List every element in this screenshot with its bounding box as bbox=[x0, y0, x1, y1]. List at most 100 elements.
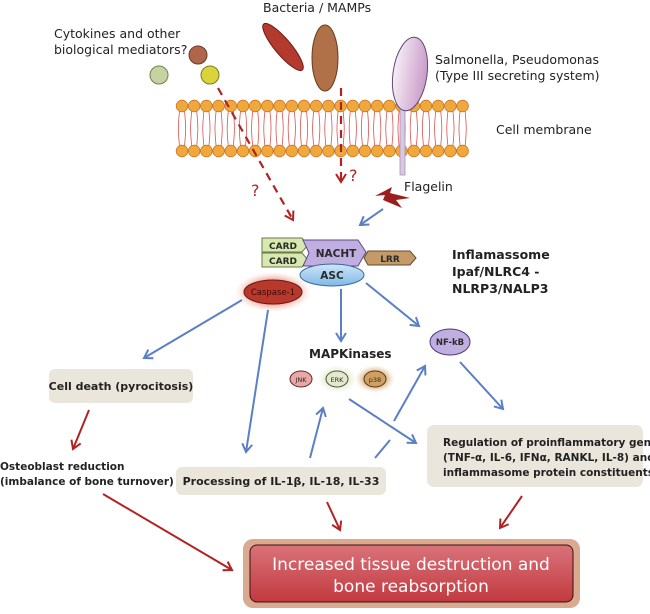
arrow-asc-to-nfkb bbox=[365, 282, 421, 328]
nfkb-label: NF-kB bbox=[436, 338, 464, 348]
lipid-tail bbox=[214, 110, 223, 147]
lipid-tail bbox=[263, 110, 272, 147]
lipid-head bbox=[419, 99, 433, 113]
lipid-head bbox=[322, 144, 335, 158]
lipid-tail bbox=[202, 110, 211, 147]
lipid-head bbox=[346, 99, 360, 113]
lrr-domain-label: LRR bbox=[380, 255, 400, 265]
lipid-head bbox=[322, 99, 335, 113]
lrr-domain bbox=[363, 250, 417, 266]
lipid-tail bbox=[238, 110, 248, 147]
lipid-head bbox=[371, 99, 384, 113]
flagelin-bolt-icon bbox=[375, 187, 410, 208]
bacterium-oval bbox=[311, 24, 339, 92]
lipid-head bbox=[432, 99, 445, 113]
arrow-processing-to-outcome bbox=[326, 501, 343, 532]
lipid-tail bbox=[446, 110, 455, 147]
cell-membrane bbox=[175, 99, 469, 158]
lipid-head bbox=[358, 99, 372, 113]
salmonella-body bbox=[391, 36, 429, 112]
lipid-head bbox=[456, 144, 469, 158]
lipid-head bbox=[236, 99, 250, 113]
processing-label: Processing of IL-1β, IL-18, IL-33 bbox=[183, 475, 380, 488]
lipid-tail bbox=[177, 110, 187, 147]
flagelin-label: Flagelin bbox=[404, 179, 453, 194]
lipid-tail bbox=[348, 110, 357, 147]
inflammasome-label-line2: Ipaf/NLRC4 - bbox=[452, 264, 540, 279]
processing-box bbox=[176, 467, 386, 495]
type3-secretion-needle bbox=[399, 104, 406, 176]
lipid-head bbox=[273, 144, 286, 158]
arrow-processing-to-nfkb bbox=[393, 364, 427, 422]
card-domain-1-label: CARD bbox=[269, 242, 297, 252]
question-mark-2: ? bbox=[349, 166, 358, 185]
inflammasome-label-line3: NLRP3/NALP3 bbox=[452, 281, 548, 296]
lipid-head bbox=[212, 144, 225, 158]
lipid-head bbox=[383, 99, 396, 113]
lipid-head bbox=[432, 144, 445, 158]
arrow-osteoblast-to-outcome bbox=[102, 493, 234, 572]
arrow-processing-to-mapkinases bbox=[309, 406, 327, 459]
lipid-head bbox=[212, 99, 225, 113]
arrow-cell-death-to-osteoblast bbox=[70, 409, 90, 451]
lipid-head bbox=[297, 99, 311, 113]
lipid-head bbox=[419, 144, 433, 158]
bacterium-rod bbox=[262, 22, 304, 72]
lipid-head bbox=[224, 144, 238, 158]
lipid-head bbox=[187, 99, 201, 113]
lipid-tail bbox=[336, 110, 345, 147]
regulation-label-line1: Regulation of proinflammatory genes bbox=[443, 437, 650, 449]
cell-death-label: Cell death (pyrocitosis) bbox=[49, 380, 194, 393]
mediator-dashed-arrow bbox=[217, 87, 295, 222]
lipid-head bbox=[407, 144, 421, 158]
lipid-tail bbox=[409, 110, 418, 147]
card-domain-1 bbox=[261, 237, 309, 253]
nacht-domain bbox=[302, 239, 367, 267]
lipid-head bbox=[261, 99, 274, 113]
lipid-head bbox=[175, 144, 189, 158]
lipid-tail bbox=[251, 110, 260, 147]
osteoblast-label-line1: Osteoblast reduction bbox=[0, 461, 124, 473]
lipid-head bbox=[310, 144, 323, 158]
lipid-head bbox=[310, 99, 323, 113]
lipid-head bbox=[248, 99, 262, 113]
lipid-head bbox=[383, 144, 396, 158]
lipid-head bbox=[285, 99, 299, 113]
lipid-head bbox=[261, 144, 274, 158]
lipid-head bbox=[285, 144, 299, 158]
lipid-tail bbox=[190, 110, 199, 147]
lipid-head bbox=[297, 144, 311, 158]
regulation-label-line3: inflammasome protein constituents bbox=[443, 467, 650, 479]
inflammasome-label-line1: Inflamassome bbox=[452, 247, 550, 262]
lipid-tail bbox=[312, 110, 321, 147]
lipid-head bbox=[346, 144, 360, 158]
lipid-tail bbox=[458, 110, 467, 147]
lipid-tail bbox=[324, 110, 333, 147]
outcome-label-line1: Increased tissue destruction and bbox=[272, 555, 550, 575]
cell-membrane-label: Cell membrane bbox=[496, 122, 592, 137]
lipid-head bbox=[444, 144, 457, 158]
p38-label: p38 bbox=[369, 376, 381, 384]
lipid-head bbox=[371, 144, 384, 158]
cytokines-label-line1: Cytokines and other bbox=[54, 26, 181, 41]
flagelin-arrow bbox=[358, 208, 384, 227]
lipid-tail bbox=[385, 110, 394, 147]
lipid-tail bbox=[287, 110, 296, 147]
lipid-head bbox=[456, 99, 469, 113]
lipid-tail bbox=[275, 110, 284, 147]
lipid-tail bbox=[434, 110, 443, 147]
regulation-box bbox=[427, 425, 643, 487]
mediator-green bbox=[149, 65, 169, 85]
arrow-regulation-to-outcome bbox=[498, 495, 523, 530]
lipid-head bbox=[175, 99, 189, 113]
asc-adapter bbox=[299, 263, 365, 287]
arrow-nfkb-to-regulation bbox=[459, 361, 505, 411]
outcome-label-line2: bone reabsorption bbox=[333, 577, 489, 597]
arrow-caspase-to-cell-death bbox=[142, 299, 243, 360]
lipid-head bbox=[248, 144, 262, 158]
salmonella-label-line2: (Type III secreting system) bbox=[435, 68, 600, 83]
lipid-tail bbox=[421, 110, 431, 147]
lipid-head bbox=[200, 99, 213, 113]
erk-label: ERK bbox=[331, 376, 345, 384]
inflammasome-complex: CARD CARD NACHT LRR ASC bbox=[261, 237, 417, 287]
